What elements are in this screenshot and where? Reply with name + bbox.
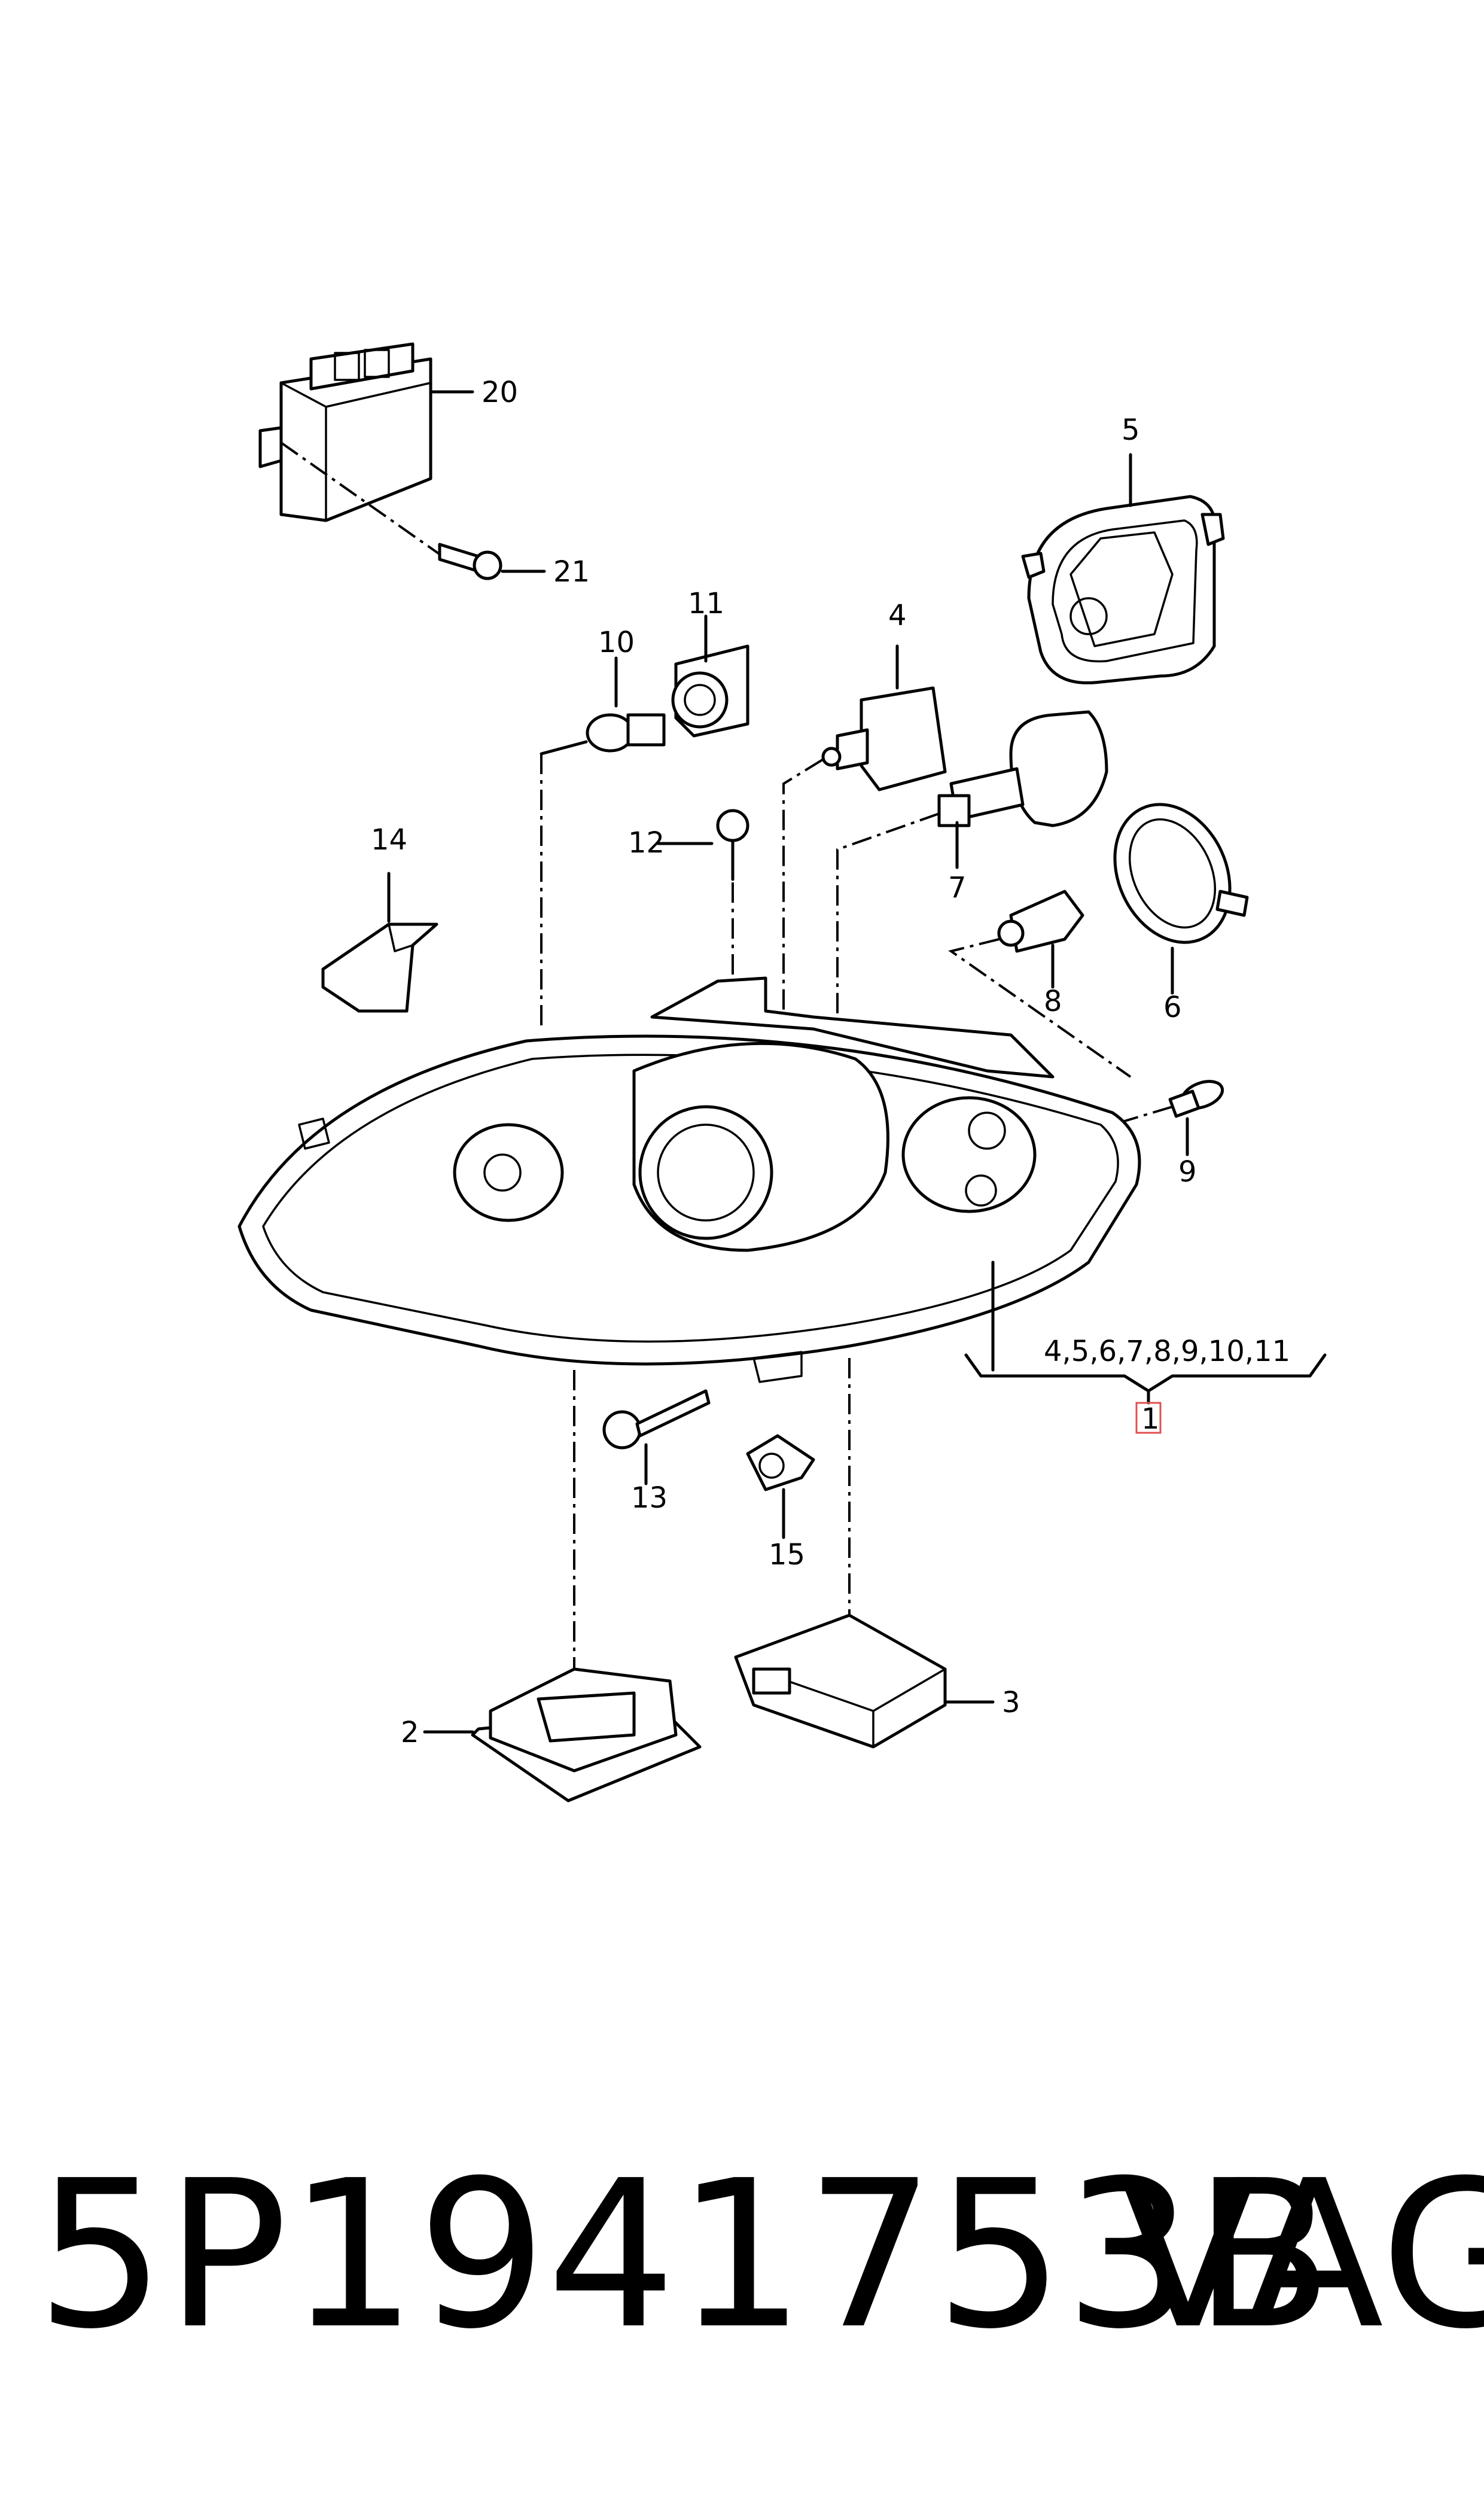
callout-group: 4,5,6,7,8,9,10,11 bbox=[1044, 1335, 1290, 1368]
bracket-part-14 bbox=[321, 872, 438, 1013]
xenon-bulb-part-7 bbox=[836, 710, 1108, 1017]
bulb-part-10 bbox=[540, 656, 666, 1029]
callout-10: 10 bbox=[598, 626, 635, 659]
callout-5: 5 bbox=[1122, 413, 1140, 447]
part-number: 5P1941753B bbox=[36, 2137, 1333, 2374]
part-1-highlight-box bbox=[1135, 1402, 1162, 1434]
ballast-part-2 bbox=[423, 1667, 702, 1803]
callout-6: 6 bbox=[1163, 991, 1182, 1024]
callout-14: 14 bbox=[371, 823, 407, 857]
callout-15: 15 bbox=[769, 1538, 805, 1572]
group-bracket bbox=[964, 1353, 1327, 1434]
screw-part-13 bbox=[573, 1370, 711, 1681]
screw-part-12 bbox=[656, 809, 749, 999]
brand-name: VAG bbox=[1119, 2137, 1484, 2374]
callout-4: 4 bbox=[888, 599, 907, 632]
callout-1: 1 bbox=[1141, 1402, 1160, 1436]
callout-7: 7 bbox=[948, 871, 967, 905]
callout-12: 12 bbox=[628, 826, 665, 860]
callout-9: 9 bbox=[1178, 1155, 1197, 1189]
screw-part-21 bbox=[280, 442, 546, 580]
callout-11: 11 bbox=[688, 587, 724, 620]
bulb-part-8 bbox=[948, 890, 1132, 1078]
bulb-holder-part-11 bbox=[671, 614, 749, 738]
callout-20: 20 bbox=[482, 376, 518, 409]
clip-part-15 bbox=[746, 1358, 851, 1651]
headlight-housing-part-1 bbox=[237, 976, 1141, 1383]
callout-8: 8 bbox=[1044, 985, 1062, 1018]
control-unit-part-3 bbox=[734, 1613, 995, 1749]
callout-3: 3 bbox=[1002, 1686, 1020, 1719]
callout-13: 13 bbox=[631, 1481, 668, 1515]
control-module-part-20 bbox=[258, 342, 474, 522]
callout-2: 2 bbox=[401, 1716, 419, 1749]
cover-cap-part-5 bbox=[1021, 453, 1225, 684]
callout-21: 21 bbox=[553, 555, 590, 589]
actuator-part-4 bbox=[782, 644, 947, 1017]
retaining-ring-part-6 bbox=[1113, 803, 1249, 995]
